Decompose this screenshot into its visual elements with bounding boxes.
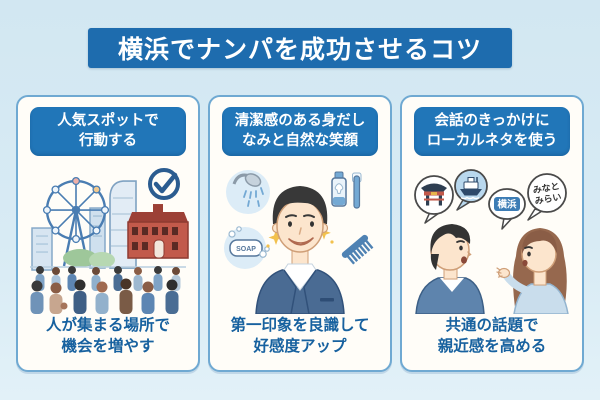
speech-bubble-chinatown-gate <box>414 175 454 224</box>
page-title-text: 横浜でナンパを成功させるコツ <box>117 36 482 64</box>
ferris-wheel-icon <box>42 177 110 267</box>
crowd-of-people <box>30 266 181 315</box>
card-popular-spots-header: 人気スポットで 行動する <box>30 107 186 157</box>
card-clean-appearance-footer: 第一印象を良識して 好感度アップ <box>230 317 370 356</box>
card-clean-appearance: 清潔感のある身だし なみと自然な笑顔 <box>208 95 392 372</box>
tips-card-row: 人気スポットで 行動する <box>16 95 584 372</box>
conversation-illustration: 横浜 みなと みらい <box>414 169 569 315</box>
card-local-topics: 会話のきっかけに ローカルネタを使う <box>400 95 584 372</box>
card-popular-spots-footer: 人が集まる場所で 機会を増やす <box>45 317 170 356</box>
groomed-man-illustration: SOAP <box>224 170 374 315</box>
card-local-topics-footer: 共通の話題で 親近感を高める <box>437 317 547 356</box>
bubble-yokohama-label: 横浜 <box>497 199 517 211</box>
bubble-minato-line1: みなと <box>532 181 560 196</box>
card-local-topics-header: 会話のきっかけに ローカルネタを使う <box>414 107 570 157</box>
shower-icon <box>232 173 264 208</box>
man-portrait <box>255 186 345 315</box>
card-local-topics-illustration: 横浜 みなと みらい <box>410 162 574 315</box>
red-brick-warehouse <box>127 204 189 259</box>
yokohama-scene-illustration <box>30 168 189 315</box>
comb-icon <box>341 234 374 265</box>
checkmark-icon <box>148 168 180 201</box>
card-popular-spots: 人気スポットで 行動する <box>16 95 200 372</box>
card-popular-spots-illustration <box>26 162 190 315</box>
toothpaste-icon <box>331 171 347 207</box>
speech-bubble-yokohama: 横浜 <box>488 188 526 230</box>
card-clean-appearance-header: 清潔感のある身だし なみと自然な笑顔 <box>222 107 378 157</box>
park-trees <box>63 249 115 269</box>
page-title: 横浜でナンパを成功させるコツ <box>88 28 512 68</box>
speech-bubble-minatomirai: みなと みらい <box>527 173 567 221</box>
card-clean-appearance-illustration: SOAP <box>218 162 382 315</box>
soap-label: SOAP <box>236 246 256 253</box>
woman-figure <box>496 228 569 315</box>
bubble-minato-line2: みらい <box>534 192 562 207</box>
man-figure <box>415 224 485 315</box>
toothbrush-icon <box>352 172 362 209</box>
speech-bubble-ship <box>454 169 488 211</box>
soap-icon: SOAP <box>228 226 270 258</box>
